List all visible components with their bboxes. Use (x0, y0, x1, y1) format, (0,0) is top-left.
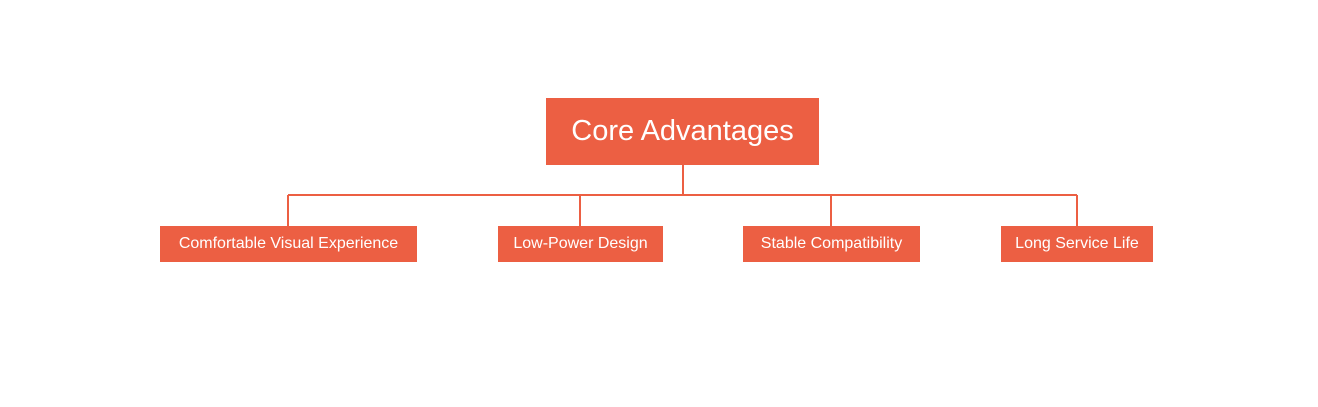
child-node-label: Low-Power Design (513, 235, 648, 252)
child-node-stable-compatibility: Stable Compatibility (743, 226, 920, 262)
root-node-label: Core Advantages (571, 115, 794, 147)
child-node-label: Stable Compatibility (760, 235, 903, 252)
child-node-long-service-life: Long Service Life (1001, 226, 1153, 262)
root-node-core-advantages: Core Advantages (546, 98, 819, 165)
child-node-comfortable-visual-experience: Comfortable Visual Experience (160, 226, 417, 262)
child-node-low-power-design: Low-Power Design (498, 226, 663, 262)
child-node-label: Long Service Life (1015, 235, 1139, 252)
child-node-label: Comfortable Visual Experience (178, 235, 399, 252)
